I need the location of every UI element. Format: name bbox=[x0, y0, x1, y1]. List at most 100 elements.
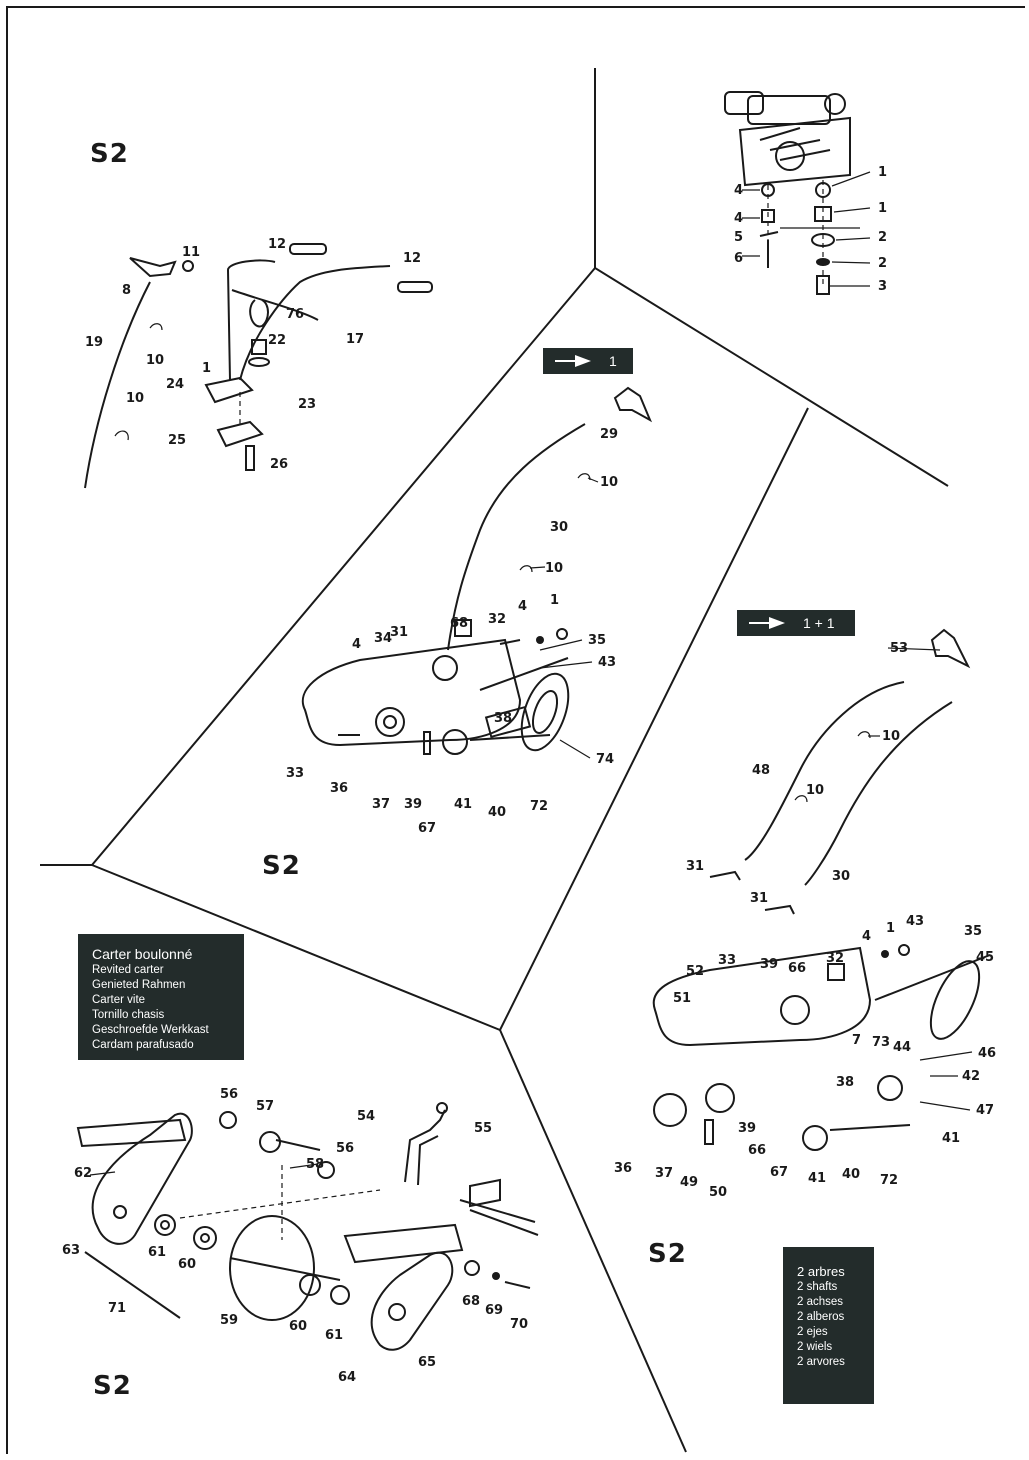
part-number-callout: 3 bbox=[878, 279, 887, 294]
handlebar-assembly: 8 11 12 12 76 17 19 10 10 22 1 24 23 25 … bbox=[84, 237, 433, 489]
part-number-callout: 55 bbox=[474, 1121, 492, 1136]
part-number-callout: 39 bbox=[760, 957, 778, 972]
single-gear-assembly: 29 10 30 10 31 68 32 4 1 35 43 34 4 33 3… bbox=[286, 386, 653, 836]
gear-tag-single: 1 bbox=[543, 348, 633, 374]
gear-tag-single-label: 1 bbox=[609, 353, 617, 369]
legend-shafts-line: 2 alberos bbox=[797, 1311, 845, 1323]
legend-carter-heading: Carter boulonné bbox=[92, 946, 193, 962]
part-number-callout: 12 bbox=[403, 251, 421, 266]
part-number-callout: 26 bbox=[270, 457, 288, 472]
part-number-callout: 19 bbox=[85, 335, 103, 350]
part-number-callout: 23 bbox=[298, 397, 316, 412]
part-number-callout: 4 bbox=[352, 637, 361, 652]
part-number-callout: 24 bbox=[166, 377, 184, 392]
part-number-callout: 37 bbox=[372, 797, 390, 812]
part-number-callout: 41 bbox=[808, 1171, 826, 1186]
part-number-callout: 38 bbox=[494, 711, 512, 726]
part-number-callout: 32 bbox=[826, 951, 844, 966]
part-number-callout: 10 bbox=[126, 391, 144, 406]
part-number-callout: 66 bbox=[788, 961, 806, 976]
part-number-callout: 61 bbox=[325, 1328, 343, 1343]
part-number-callout: 68 bbox=[462, 1294, 480, 1309]
part-number-callout: 67 bbox=[770, 1165, 788, 1180]
legend-carter-line: Revited carter bbox=[92, 964, 164, 976]
legend-carter-line: Cardam parafusado bbox=[92, 1039, 194, 1051]
part-number-callout: 1 bbox=[878, 165, 887, 180]
part-number-callout: 10 bbox=[806, 783, 824, 798]
part-number-callout: 4 bbox=[518, 599, 527, 614]
part-number-callout: 1 bbox=[886, 921, 895, 936]
part-number-callout: 10 bbox=[146, 353, 164, 368]
part-number-callout: 71 bbox=[108, 1301, 126, 1316]
part-number-callout: 5 bbox=[734, 230, 743, 245]
part-number-callout: 44 bbox=[893, 1040, 911, 1055]
part-number-callout: 49 bbox=[680, 1175, 698, 1190]
part-number-callout: 6 bbox=[734, 251, 743, 266]
part-number-callout: 10 bbox=[882, 729, 900, 744]
part-number-callout: 31 bbox=[390, 625, 408, 640]
legend-shafts-line: 2 arvores bbox=[797, 1356, 845, 1368]
part-number-callout: 10 bbox=[545, 561, 563, 576]
part-number-callout: 39 bbox=[738, 1121, 756, 1136]
part-number-callout: 69 bbox=[485, 1303, 503, 1318]
part-number-callout: 1 bbox=[878, 201, 887, 216]
part-number-callout: 33 bbox=[718, 953, 736, 968]
legend-carter-line: Genieted Rahmen bbox=[92, 979, 186, 991]
part-number-callout: 72 bbox=[530, 799, 548, 814]
legend-shafts-line: 2 wiels bbox=[797, 1341, 833, 1353]
legend-carter-line: Tornillo chasis bbox=[92, 1009, 165, 1021]
part-number-callout: 73 bbox=[872, 1035, 890, 1050]
part-number-callout: 11 bbox=[182, 245, 200, 260]
part-number-callout: 54 bbox=[357, 1109, 375, 1124]
section-label-bottom-left: S2 bbox=[93, 1371, 132, 1401]
part-number-callout: 1 bbox=[550, 593, 559, 608]
part-number-callout: 30 bbox=[550, 520, 568, 535]
part-number-callout: 40 bbox=[488, 805, 506, 820]
part-number-callout: 64 bbox=[338, 1370, 356, 1385]
part-number-callout: 60 bbox=[289, 1319, 307, 1334]
part-number-callout: 76 bbox=[286, 307, 304, 322]
shafts-assembly: 56 57 56 54 55 62 58 63 61 60 59 60 61 6… bbox=[62, 1087, 539, 1385]
part-number-callout: 22 bbox=[268, 333, 286, 348]
legend-shafts-line: 2 arbres bbox=[797, 1264, 845, 1279]
right-arrow-icon bbox=[749, 617, 785, 629]
part-number-callout: 31 bbox=[750, 891, 768, 906]
part-number-callout: 35 bbox=[588, 633, 606, 648]
part-number-callout: 51 bbox=[673, 991, 691, 1006]
part-number-callout: 32 bbox=[488, 612, 506, 627]
part-number-callout: 43 bbox=[598, 655, 616, 670]
gear-tag-double: 1 + 1 bbox=[737, 610, 855, 636]
part-number-callout: 56 bbox=[336, 1141, 354, 1156]
part-number-callout: 57 bbox=[256, 1099, 274, 1114]
part-number-callout: 60 bbox=[178, 1257, 196, 1272]
part-number-callout: 66 bbox=[748, 1143, 766, 1158]
part-number-callout: 56 bbox=[220, 1087, 238, 1102]
legend-carter-line: Carter vite bbox=[92, 994, 146, 1006]
part-number-callout: 68 bbox=[450, 616, 468, 631]
part-number-callout: 29 bbox=[600, 427, 618, 442]
double-gear-assembly: 53 10 48 10 30 31 31 43 35 45 32 4 1 33 … bbox=[614, 628, 996, 1200]
part-number-callout: 8 bbox=[122, 283, 131, 298]
gear-tag-double-label: 1 + 1 bbox=[803, 615, 835, 631]
part-number-callout: 10 bbox=[600, 475, 618, 490]
part-number-callout: 36 bbox=[330, 781, 348, 796]
part-number-callout: 7 bbox=[852, 1033, 861, 1048]
part-number-callout: 70 bbox=[510, 1317, 528, 1332]
part-number-callout: 39 bbox=[404, 797, 422, 812]
part-number-callout: 34 bbox=[374, 631, 392, 646]
part-number-callout: 4 bbox=[734, 211, 743, 226]
part-number-callout: 25 bbox=[168, 433, 186, 448]
legend-carter: Carter boulonné Revited carter Genieted … bbox=[78, 934, 244, 1060]
right-arrow-icon bbox=[555, 355, 591, 367]
part-number-callout: 38 bbox=[836, 1075, 854, 1090]
part-number-callout: 72 bbox=[880, 1173, 898, 1188]
part-number-callout: 41 bbox=[454, 797, 472, 812]
legend-carter-line: Geschroefde Werkkast bbox=[92, 1024, 209, 1036]
part-number-callout: 65 bbox=[418, 1355, 436, 1370]
part-number-callout: 67 bbox=[418, 821, 436, 836]
part-number-callout: 63 bbox=[62, 1243, 80, 1258]
section-label-center: S2 bbox=[262, 851, 301, 881]
part-number-callout: 36 bbox=[614, 1161, 632, 1176]
part-number-callout: 62 bbox=[74, 1166, 92, 1181]
